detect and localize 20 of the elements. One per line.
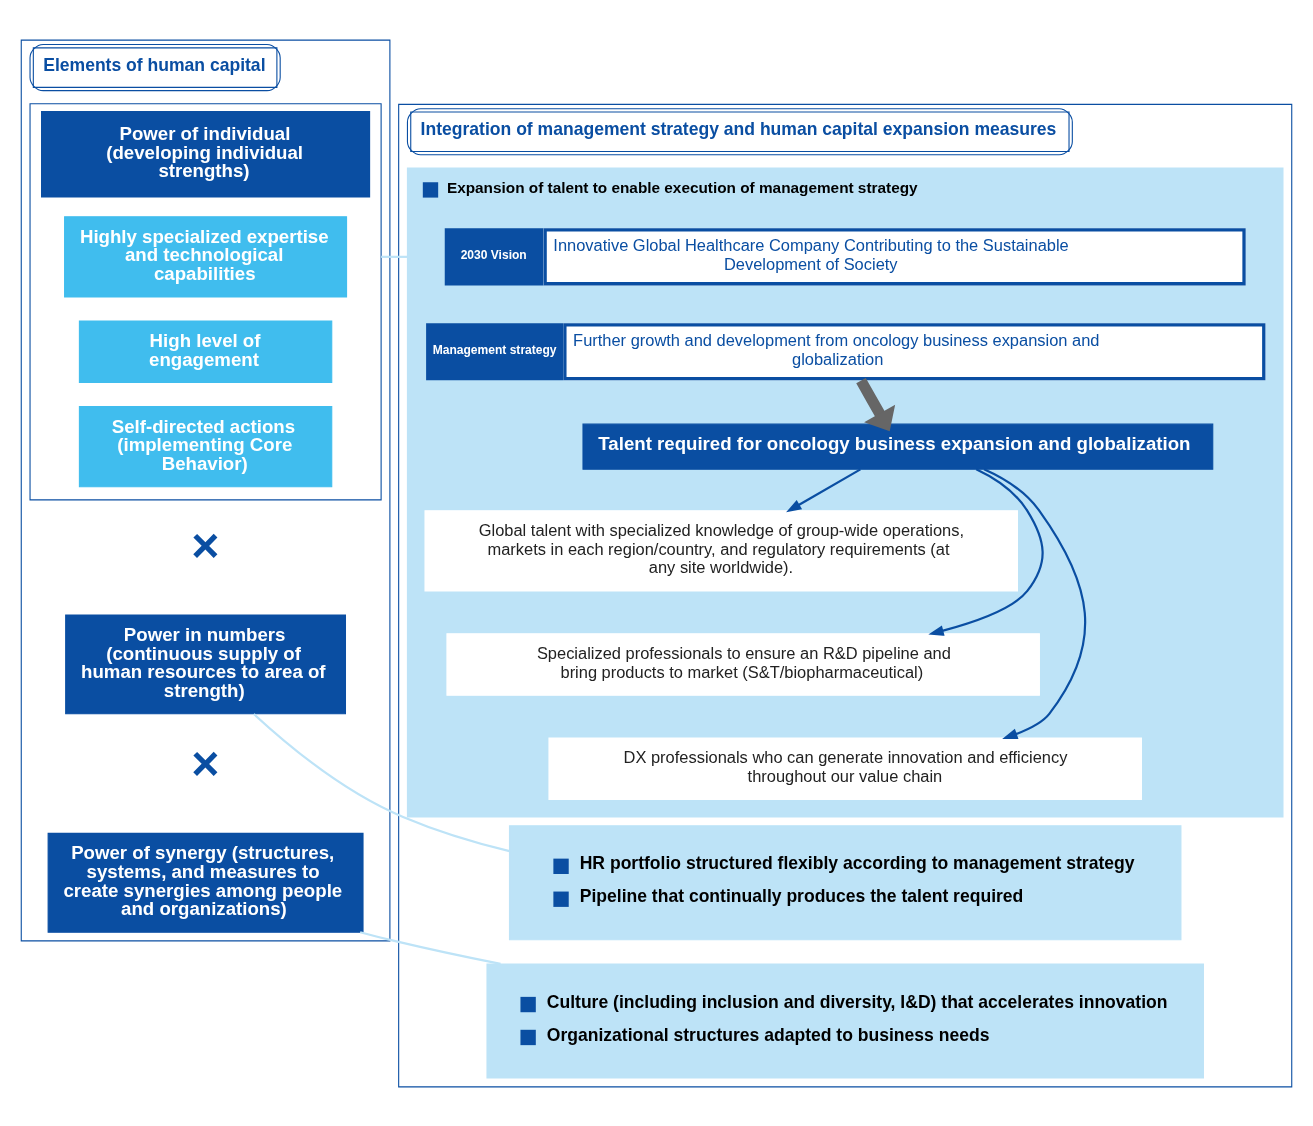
node-box: HR portfolio structured flexibly according to management strategy Pipeline that continually produces the talent required bbox=[508, 824, 1182, 940]
connector bbox=[359, 930, 501, 965]
node-box: Culture (including inclusion and diversity, I&D) that accelerates innovation Organizational structures adapted to business needs bbox=[486, 962, 1204, 1079]
node-box: Power in numbers (continuous supply of human resources to area of strength) bbox=[65, 614, 346, 714]
node-box: Global talent with specialized knowledge of group-wide operations, markets in each region/country, and regulatory requirements (at any site worldwide). bbox=[424, 509, 1018, 591]
label: × bbox=[191, 735, 220, 790]
connector bbox=[381, 255, 408, 258]
connector bbox=[253, 712, 510, 852]
node-box: High level of engagement bbox=[78, 319, 333, 383]
node-box: DX professionals who can generate innovation and efficiency throughout our value chain bbox=[548, 736, 1142, 800]
label: × bbox=[191, 517, 220, 572]
node-box: Self-directed actions (implementing Core Behavior) bbox=[78, 405, 333, 487]
arrow bbox=[928, 467, 1044, 636]
node-box: Highly specialized expertise and technological capabilities bbox=[64, 215, 348, 297]
arrow bbox=[856, 377, 896, 431]
node-box: Talent required for oncology business expansion and globalization bbox=[582, 423, 1214, 470]
node-box: Specialized professionals to ensure an R&D pipeline and bring products to market (S&T/biopharmaceutical) bbox=[446, 632, 1040, 696]
arrow bbox=[786, 467, 861, 512]
arrow bbox=[983, 467, 1087, 739]
node-box: Power of synergy (structures, systems, and measures to create synergies among people and organizations) bbox=[47, 832, 364, 933]
